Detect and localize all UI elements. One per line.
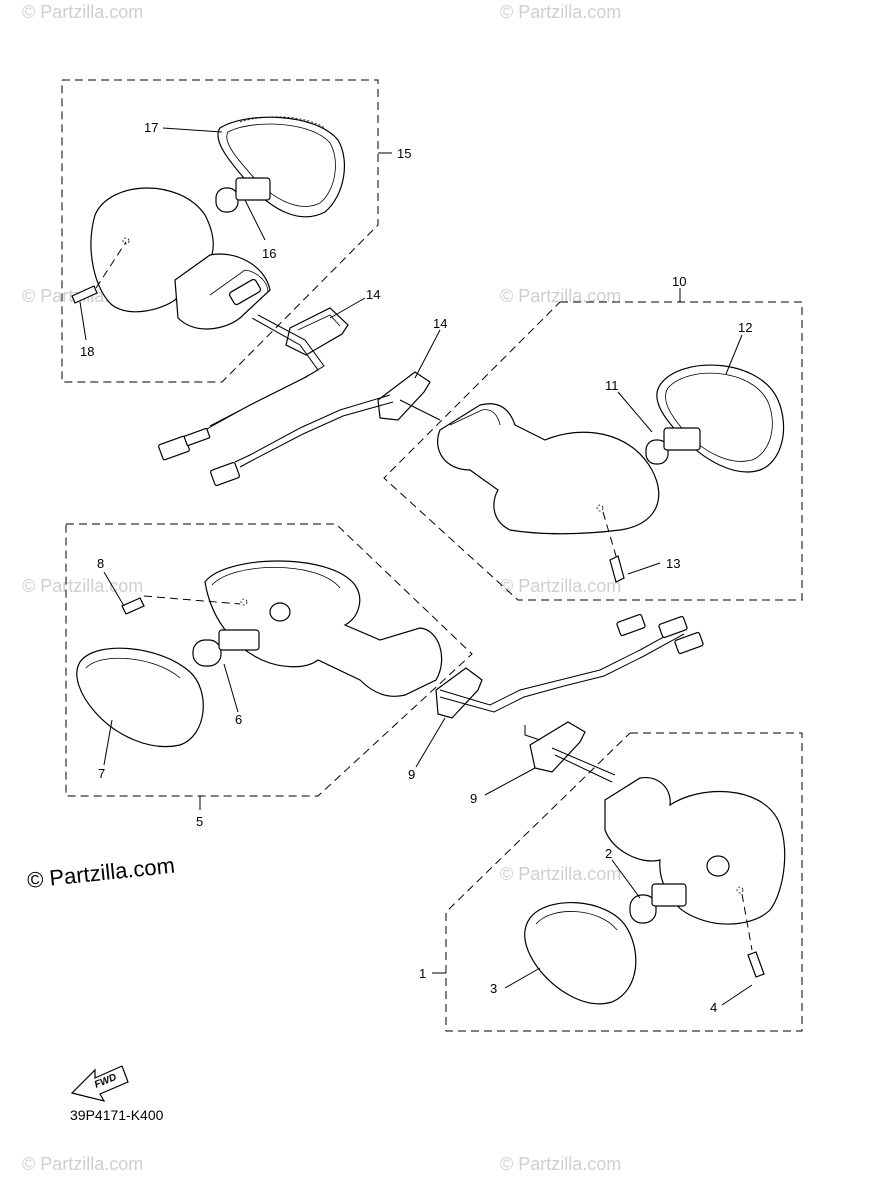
callout-9b: 9 <box>470 791 477 806</box>
screw-4 <box>747 951 765 978</box>
diagram-code: 39P4171-K400 <box>70 1107 164 1123</box>
callout-8: 8 <box>97 556 104 571</box>
grommet-9 <box>435 667 483 719</box>
bulb-11 <box>645 439 669 465</box>
grommet-14 <box>377 371 431 421</box>
housing-10 <box>437 403 660 535</box>
housing-5 <box>204 560 443 697</box>
watermark: © Partzilla.com <box>500 576 621 596</box>
lens-7 <box>76 647 204 748</box>
leader-lines <box>79 127 753 1006</box>
callout-2: 2 <box>605 846 612 861</box>
watermark: © Partzilla.com <box>500 286 621 306</box>
assembly-10 <box>210 301 803 601</box>
callout-7: 7 <box>98 766 105 781</box>
lens-3 <box>524 901 637 1005</box>
callout-13: 13 <box>666 556 680 571</box>
watermarks: © Partzilla.com © Partzilla.com © Partzi… <box>22 2 621 1174</box>
callout-3: 3 <box>490 981 497 996</box>
watermark: © Partzilla.com <box>500 864 621 884</box>
callout-14b: 14 <box>433 316 447 331</box>
grommet-14 <box>285 307 349 356</box>
screw-18 <box>71 285 98 304</box>
assembly-5 <box>65 523 704 797</box>
callouts: 1 2 3 4 5 6 7 8 9 9 10 11 12 13 14 14 15… <box>80 120 752 1015</box>
fwd-arrow-icon: FWD <box>70 1065 129 1102</box>
callout-14: 14 <box>366 287 380 302</box>
bulb-2 <box>629 894 657 924</box>
screw-8 <box>121 597 145 615</box>
callout-4: 4 <box>710 1000 717 1015</box>
watermark: © Partzilla.com <box>22 1154 143 1174</box>
bulb-6 <box>192 639 222 667</box>
watermark: © Partzilla.com <box>22 576 143 596</box>
bulb-16 <box>215 187 239 213</box>
grommet-9 <box>529 721 586 773</box>
watermark: © Partzilla.com <box>22 2 143 22</box>
callout-5: 5 <box>196 814 203 829</box>
callout-10: 10 <box>672 274 686 289</box>
housing-1 <box>604 777 786 925</box>
lens-17 <box>217 116 345 218</box>
callout-11: 11 <box>605 378 619 393</box>
callout-16: 16 <box>262 246 276 261</box>
callout-18: 18 <box>80 344 94 359</box>
callout-12: 12 <box>738 320 752 335</box>
callout-1: 1 <box>419 966 426 981</box>
callout-6: 6 <box>235 712 242 727</box>
assembly-15 <box>61 79 379 461</box>
screw-13 <box>609 555 625 583</box>
watermark: © Partzilla.com <box>500 2 621 22</box>
callout-9: 9 <box>408 767 415 782</box>
assembly-1 <box>445 721 803 1032</box>
watermark: © Partzilla.com <box>500 1154 621 1174</box>
callout-17: 17 <box>144 120 158 135</box>
callout-15: 15 <box>397 146 411 161</box>
brand-mark: © Partzilla.com <box>26 853 176 893</box>
